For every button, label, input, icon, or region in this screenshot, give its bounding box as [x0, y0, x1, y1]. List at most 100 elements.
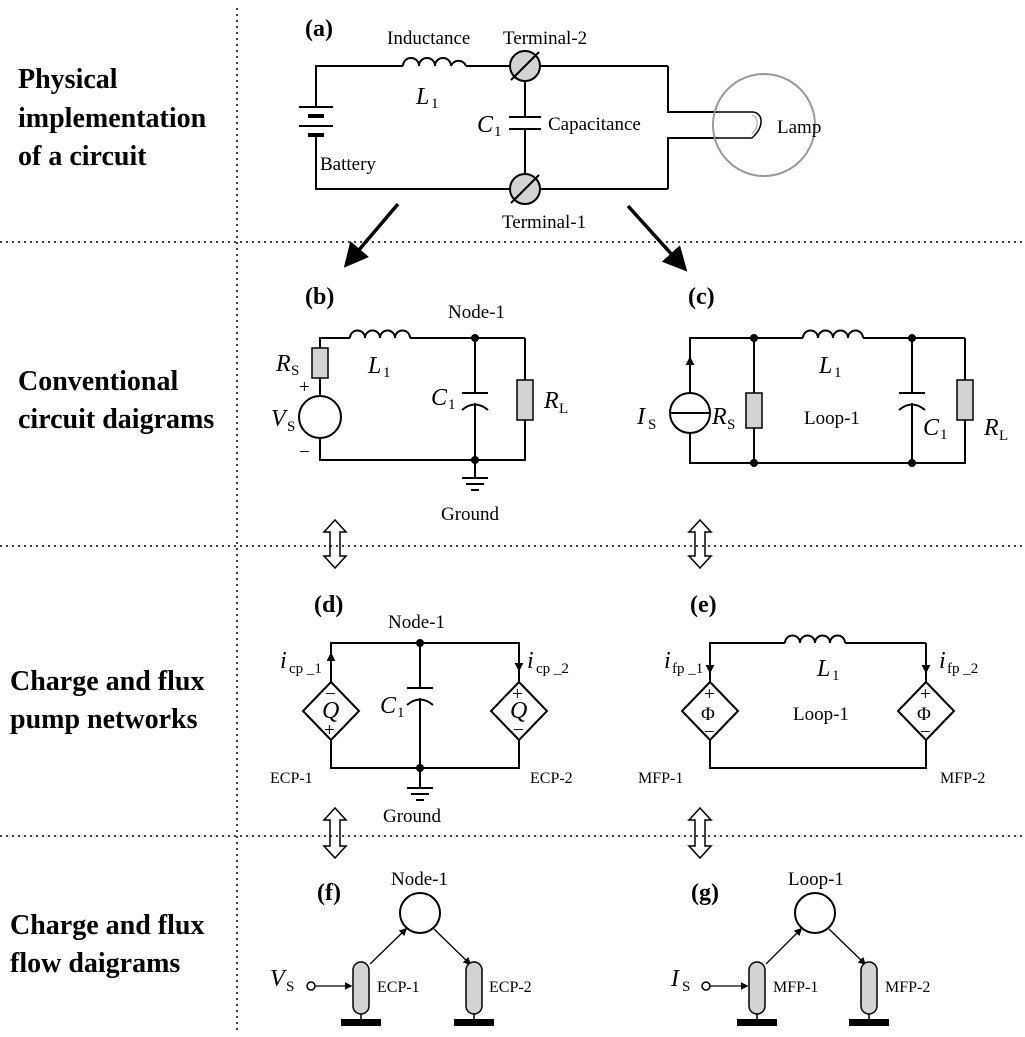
- panel-a-label: (a): [305, 16, 333, 42]
- panel-b-label: (b): [305, 284, 334, 310]
- section-dividers: [0, 8, 1025, 1030]
- d-ecp1-plus: +: [324, 720, 335, 741]
- row1-line2: implementation: [18, 103, 207, 134]
- panel-e: (e) L 1 Loop-1 MFP-1 MFP-2 i fp _1 i fp …: [638, 592, 985, 787]
- c-rs-resistor: [745, 392, 763, 429]
- mfp2-source: [896, 680, 956, 742]
- e-mfp2-label: MFP-2: [940, 770, 985, 787]
- panel-a: (a) Inductance Terminal-2 Termina: [299, 16, 821, 233]
- e-mfp1-plus: +: [704, 684, 715, 705]
- panel-g: (g) Loop-1 MFP-1 MFP-2 I S: [670, 869, 930, 1026]
- ecp1-source: [301, 680, 361, 742]
- c-is-sub: S: [648, 417, 656, 433]
- a-inductor-symbol: L: [415, 84, 429, 110]
- c-l-symbol: L: [818, 353, 832, 379]
- row3-line2: pump networks: [10, 704, 198, 735]
- row1-line1: Physical: [18, 64, 118, 95]
- d-ecp2-label: ECP-2: [530, 770, 573, 787]
- c-rl-resistor: [956, 379, 974, 421]
- c-c-sub: 1: [940, 427, 948, 443]
- panel-e-label: (e): [690, 592, 717, 618]
- b-plus: +: [299, 377, 310, 398]
- f-vs-symbol: V: [270, 966, 287, 992]
- c-rs-sub: S: [727, 417, 735, 433]
- panel-f: (f) Node-1 ECP-1 ECP-2 V S: [270, 869, 532, 1026]
- g-mfp2-label: MFP-2: [885, 979, 930, 996]
- e-l-symbol: L: [816, 656, 830, 682]
- d-ecp2-plus: +: [512, 684, 523, 705]
- panel-g-label: (g): [691, 880, 719, 906]
- a-inductor-sub: 1: [431, 96, 439, 112]
- b-vs-symbol: V: [271, 406, 288, 432]
- b-l-symbol: L: [367, 353, 381, 379]
- d-ground-label: Ground: [383, 806, 442, 827]
- e-i2-symbol: i: [939, 648, 946, 674]
- d-ecp1-minus: −: [325, 684, 336, 705]
- b-c-sub: 1: [448, 397, 456, 413]
- b-rs-sub: S: [291, 363, 299, 379]
- d-c-symbol: C: [380, 693, 397, 719]
- row2-line1: Conventional: [18, 366, 178, 397]
- d-node1-label: Node-1: [388, 612, 445, 633]
- d-i1-sub: cp _1: [289, 661, 322, 677]
- row2-line2: circuit daigrams: [18, 404, 214, 435]
- e-mfp2-minus: −: [920, 722, 931, 743]
- g-mfp1-block: [748, 961, 766, 1015]
- g-loop1-label: Loop-1: [788, 869, 844, 890]
- d-c-sub: 1: [397, 705, 405, 721]
- c-l-sub: 1: [834, 365, 842, 381]
- b-vs-sub: S: [287, 419, 295, 435]
- b-rs-symbol: R: [275, 351, 291, 377]
- e-mfp2-phi: Φ: [917, 704, 931, 725]
- panel-b: (b) Node-1 Ground R S L 1 C 1 R L V S + …: [271, 284, 568, 525]
- g-mfp1-label: MFP-1: [773, 979, 818, 996]
- d-i1-symbol: i: [280, 648, 287, 674]
- panel-d: (d) Node-1 Ground ECP-1 ECP-2 i cp _1 i …: [270, 592, 573, 827]
- row4-line1: Charge and flux: [10, 910, 204, 941]
- c-c-symbol: C: [923, 415, 940, 441]
- e-l-sub: 1: [832, 668, 840, 684]
- e-i1-symbol: i: [664, 648, 671, 674]
- c-rl-symbol: R: [983, 415, 999, 441]
- derivation-arrows: [343, 202, 688, 272]
- b-minus: −: [299, 442, 310, 463]
- lamp-label: Lamp: [777, 117, 821, 138]
- d-ecp1-q: Q: [322, 698, 339, 724]
- f-ecp2-label: ECP-2: [489, 979, 532, 996]
- g-is-sub: S: [682, 979, 690, 995]
- c-is-symbol: I: [636, 404, 646, 430]
- row-labels: Physical implementation of a circuit Con…: [10, 64, 214, 979]
- d-ecp1-label: ECP-1: [270, 770, 313, 787]
- inductance-label: Inductance: [387, 28, 470, 49]
- row4-line2: flow daigrams: [10, 948, 180, 979]
- b-ground-label: Ground: [441, 504, 500, 525]
- terminal2-label: Terminal-2: [503, 28, 587, 49]
- g-is-symbol: I: [670, 966, 680, 992]
- e-mfp1-minus: −: [704, 722, 715, 743]
- mfp1-source: [680, 680, 740, 742]
- f-node1-label: Node-1: [391, 869, 448, 890]
- d-i2-symbol: i: [527, 648, 534, 674]
- f-ecp2-block: [465, 961, 483, 1015]
- b-c-symbol: C: [431, 385, 448, 411]
- battery-label: Battery: [320, 154, 376, 175]
- equivalence-arrows: [322, 518, 713, 860]
- terminal1-label: Terminal-1: [502, 212, 586, 233]
- b-rl-sub: L: [559, 401, 568, 417]
- panel-c: (c) I S R S L 1 Loop-1 C 1 R L: [636, 284, 1008, 467]
- panel-f-label: (f): [317, 880, 341, 906]
- vs-source: [298, 395, 342, 439]
- c-loop1-label: Loop-1: [804, 408, 860, 429]
- f-node1-circle: [399, 892, 441, 934]
- ecp2-source: [489, 680, 549, 742]
- b-rl-symbol: R: [543, 388, 559, 414]
- row1-line3: of a circuit: [18, 141, 147, 172]
- c-rl-sub: L: [999, 428, 1008, 444]
- a-capacitor-symbol: C: [477, 112, 494, 138]
- d-ecp2-minus: −: [513, 720, 524, 741]
- panel-c-label: (c): [688, 284, 715, 310]
- g-loop1-circle: [794, 892, 836, 934]
- f-ecp1-label: ECP-1: [377, 979, 420, 996]
- e-loop1-label: Loop-1: [793, 704, 849, 725]
